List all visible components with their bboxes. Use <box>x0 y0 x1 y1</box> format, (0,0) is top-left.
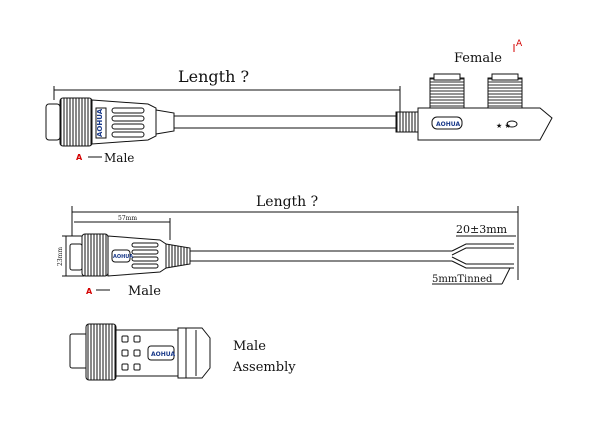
middle-male-label: Male <box>128 284 161 299</box>
top-male-knurled-nut <box>59 97 93 147</box>
top-female-port-2 <box>487 77 523 109</box>
middle-tinned-label: 5mmTinned <box>432 274 493 285</box>
middle-male-marker: A <box>86 287 93 296</box>
top-female-marker: A <box>516 39 523 49</box>
bottom-logo-badge <box>147 345 175 361</box>
middle-wire-2 <box>451 256 514 265</box>
top-female-label: Female <box>454 51 502 66</box>
top-female-port-1 <box>429 77 465 109</box>
middle-male-strain-relief <box>165 243 191 269</box>
bottom-assembly <box>69 323 211 381</box>
top-male-label: Male <box>104 151 134 165</box>
middle-57mm-label: 57mm <box>118 215 137 222</box>
bottom-label-line1: Male <box>233 339 266 354</box>
bottom-label-line2: Assembly <box>232 360 296 375</box>
top-male-strain-relief <box>155 109 175 135</box>
bottom-body-holes <box>121 335 141 371</box>
middle-23mm-label: 23mm <box>57 247 64 266</box>
middle-male-grip-slots <box>131 242 159 269</box>
middle-length-label: Length ? <box>256 194 318 210</box>
middle-wire-1 <box>451 243 514 252</box>
middle-strip-label: 20±3mm <box>456 223 508 236</box>
bottom-brand: AOHUA <box>151 351 175 358</box>
top-assembly <box>45 44 553 158</box>
middle-male-nose <box>69 243 83 271</box>
top-male-marker: A <box>76 153 83 162</box>
middle-male-knurled-nut <box>81 233 109 277</box>
top-tee-brand: AOHUA <box>436 121 460 128</box>
bottom-knurled-nut <box>85 323 117 381</box>
top-tee-strain-relief <box>395 111 419 133</box>
top-male-grip-slots <box>111 107 145 138</box>
top-male-brand: AOHUA <box>96 108 104 137</box>
top-tee-mark: ★ ★ <box>496 122 511 130</box>
middle-male-brand: AOHUA <box>113 254 133 260</box>
top-male-body <box>91 99 157 145</box>
top-tee-logo-badge <box>431 116 463 130</box>
top-male-nose <box>45 103 61 141</box>
bottom-rear-nut <box>177 327 211 379</box>
top-length-label: Length ? <box>178 67 249 86</box>
middle-male-logo-badge <box>111 249 131 263</box>
middle-assembly <box>62 206 519 291</box>
